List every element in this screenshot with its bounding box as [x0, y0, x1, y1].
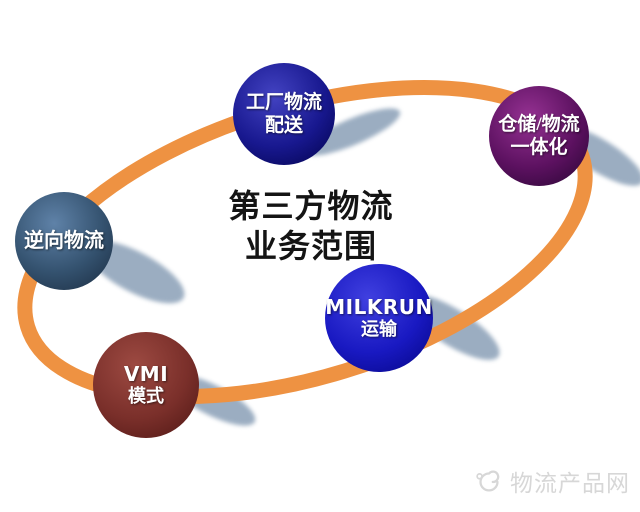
node-factory-logistics-distribution: 工厂物流 配送 [233, 63, 335, 165]
node-label: 工厂物流 配送 [246, 91, 322, 137]
diagram-title-line1: 第三方物流 [228, 188, 394, 224]
node-label: MILKRUN 运输 [325, 295, 432, 341]
watermark: 物流产品网 [473, 464, 630, 498]
diagram-title: 第三方物流 业务范围 [156, 186, 466, 266]
node-label-line: MILKRUN [325, 294, 433, 319]
node-label-line: 仓储/物流 [498, 113, 580, 135]
node-label-line: 逆向物流 [24, 229, 104, 252]
node-label: VMI 模式 [124, 362, 168, 408]
node-label-line: 运输 [361, 319, 397, 340]
node-warehouse-logistics-integration: 仓储/物流 一体化 [489, 86, 589, 186]
node-label-line: 配送 [264, 115, 303, 136]
node-label-line: VMI [123, 361, 169, 386]
node-label: 仓储/物流 一体化 [498, 113, 579, 159]
node-label-line: 一体化 [510, 137, 568, 158]
watermark-text: 物流产品网 [510, 470, 630, 496]
node-label: 逆向物流 [24, 229, 104, 253]
watermark-logo-icon [476, 470, 500, 492]
node-label-line: 工厂物流 [245, 91, 322, 113]
node-vmi-mode: VMI 模式 [93, 332, 199, 438]
node-reverse-logistics: 逆向物流 [15, 192, 113, 290]
diagram-title-line2: 业务范围 [244, 228, 377, 264]
node-label-line: 模式 [127, 386, 164, 407]
node-milkrun-transport: MILKRUN 运输 [325, 264, 433, 372]
ball-shadow [303, 108, 401, 156]
